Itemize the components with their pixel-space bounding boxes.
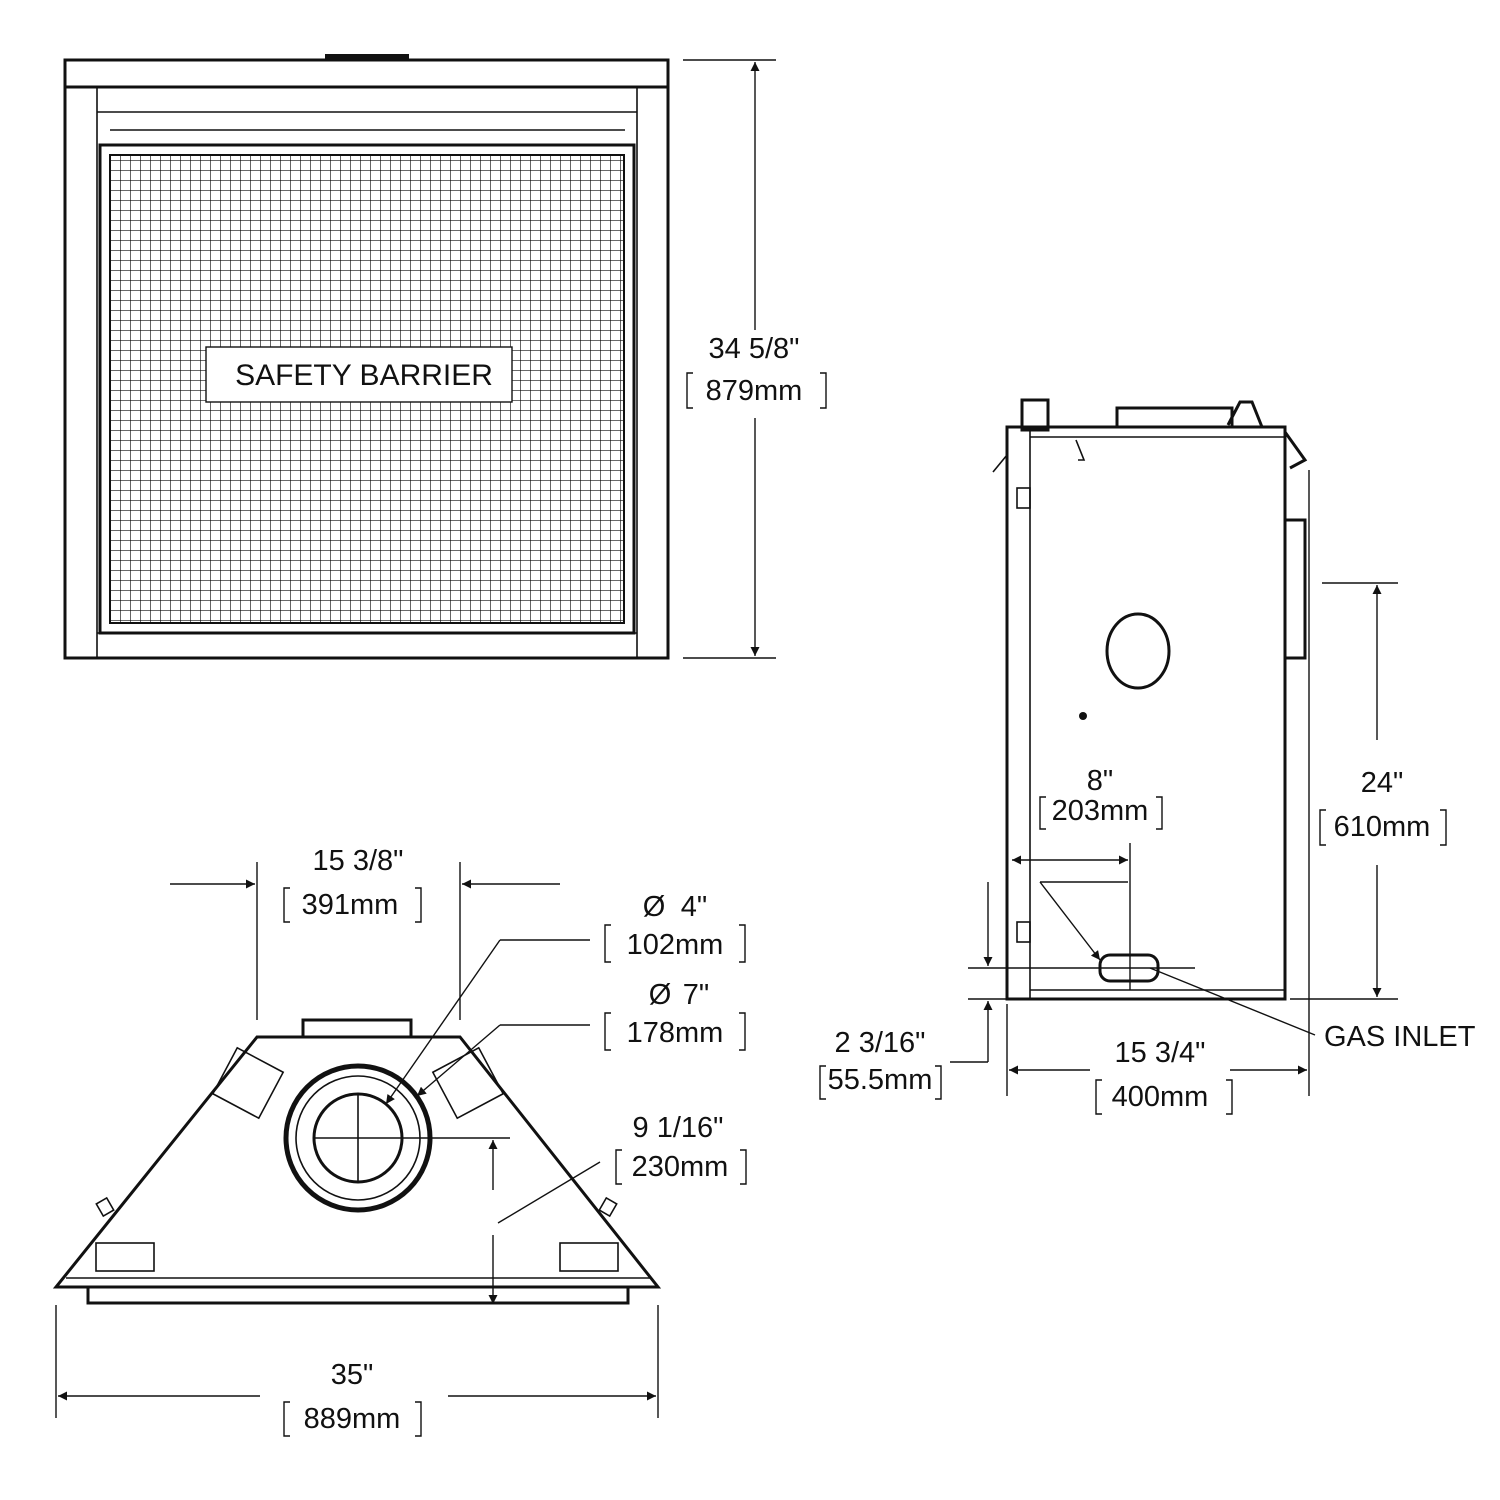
top-vent-depth-in: 9 1/16" bbox=[633, 1112, 724, 1144]
side-hinge-bottom bbox=[1016, 921, 1031, 943]
gas-inlet-label: GAS INLET bbox=[1324, 1021, 1476, 1053]
top-d7-mm: 178mm bbox=[627, 1017, 724, 1049]
side-hook bbox=[1075, 439, 1086, 461]
top-body-outline bbox=[52, 1035, 662, 1289]
side-24in-mm: 610mm bbox=[1334, 811, 1431, 843]
barrier-label: SAFETY BARRIER bbox=[235, 359, 493, 392]
top-d4-leader bbox=[385, 939, 501, 1105]
side-depth-in: 15 3/4" bbox=[1115, 1037, 1206, 1069]
top-front-lip bbox=[86, 1285, 630, 1305]
top-bracket-front-right bbox=[559, 1242, 619, 1272]
top-vent-depth-brackets bbox=[615, 1149, 747, 1185]
side-gas-in: 2 3/16" bbox=[835, 1027, 926, 1059]
top-d7-leader bbox=[416, 1024, 501, 1097]
front-height-mm-brackets bbox=[686, 372, 827, 409]
side-vent-opening bbox=[1105, 612, 1171, 690]
top-d4-brackets bbox=[604, 924, 746, 963]
front-top-control bbox=[325, 54, 409, 60]
top-bracket-front-left bbox=[95, 1242, 155, 1272]
top-overall-in: 35" bbox=[331, 1359, 374, 1391]
top-d7-brackets bbox=[604, 1012, 746, 1051]
side-gas-brackets bbox=[819, 1065, 942, 1100]
front-height-in: 34 5/8" bbox=[709, 333, 800, 365]
top-vent-depth-leader bbox=[497, 1161, 601, 1224]
side-front-tab bbox=[992, 454, 1008, 473]
top-d7-symbol: Ø bbox=[649, 979, 672, 1011]
side-depth-brackets bbox=[1095, 1079, 1233, 1115]
barrier-label-box bbox=[205, 346, 513, 403]
top-d4-mm: 102mm bbox=[627, 929, 724, 961]
top-overall-mm: 889mm bbox=[304, 1403, 401, 1435]
side-top-switch bbox=[1020, 398, 1050, 432]
side-rear-standoff bbox=[1283, 518, 1307, 660]
side-top-control bbox=[1115, 406, 1234, 429]
side-rear-clip bbox=[1283, 431, 1308, 470]
front-inner-frame bbox=[96, 86, 638, 659]
top-view: 15 3/8" 391mm Ø 4" 102mm Ø 7" 178mm 9 1/… bbox=[52, 845, 747, 1437]
front-height-mm: 879mm bbox=[706, 375, 803, 407]
side-24in-brackets bbox=[1319, 809, 1447, 846]
side-depth-mm: 400mm bbox=[1112, 1081, 1209, 1113]
top-bracket-right bbox=[431, 1046, 505, 1120]
top-rear-brackets bbox=[283, 887, 422, 923]
top-brackets bbox=[95, 1046, 619, 1272]
top-vent-depth-mm: 230mm bbox=[632, 1151, 729, 1183]
top-overall-brackets bbox=[283, 1401, 422, 1437]
side-gas-mm: 55.5mm bbox=[828, 1064, 933, 1096]
side-bolt bbox=[1079, 712, 1087, 720]
side-hinge-top bbox=[1016, 487, 1031, 509]
top-rear-in: 15 3/8" bbox=[313, 845, 404, 877]
top-tab-left bbox=[95, 1196, 115, 1218]
top-d7-in: 7" bbox=[683, 979, 709, 1011]
top-tab-right bbox=[598, 1196, 618, 1218]
gas-inlet-leader bbox=[1149, 967, 1316, 1036]
top-bracket-left bbox=[211, 1046, 285, 1120]
top-d4-in: 4" bbox=[681, 891, 707, 923]
top-d4-symbol: Ø bbox=[643, 891, 666, 923]
side-body bbox=[1005, 425, 1287, 1001]
front-view: SAFETY BARRIER 34 5/8" 879mm bbox=[63, 54, 827, 660]
front-top-trim bbox=[63, 58, 670, 89]
top-rear-mm: 391mm bbox=[302, 889, 399, 921]
side-8in-mm: 203mm bbox=[1052, 795, 1149, 827]
side-view: 8" 203mm 24" 610mm 2 3/16" 55.5mm 15 3/4… bbox=[819, 398, 1476, 1115]
side-24in-in: 24" bbox=[1361, 767, 1404, 799]
side-top-bracket bbox=[1226, 400, 1264, 428]
top-rear-control bbox=[301, 1018, 413, 1039]
side-8in-in: 8" bbox=[1087, 765, 1113, 797]
side-8in-leader bbox=[1039, 881, 1101, 961]
side-8in-brackets bbox=[1039, 796, 1163, 830]
